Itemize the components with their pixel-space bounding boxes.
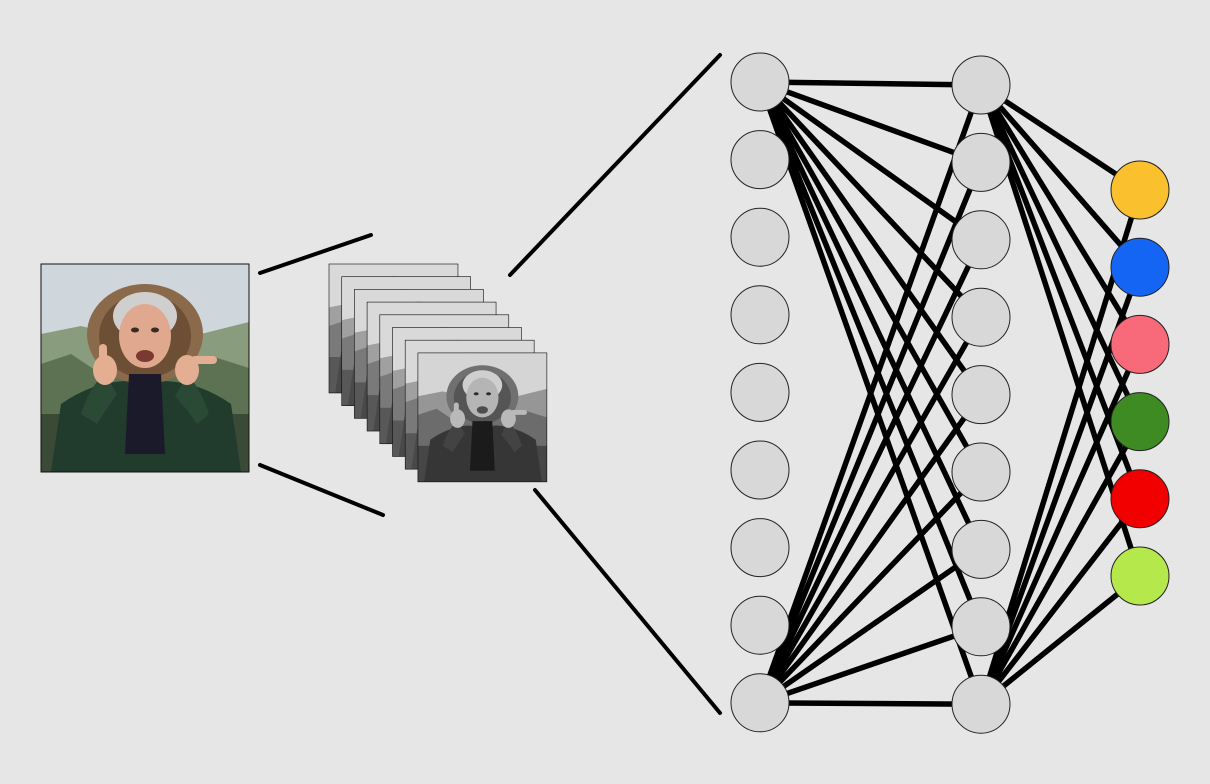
network-edge	[757, 79, 984, 398]
network-edge	[978, 82, 1143, 270]
hidden-node	[951, 597, 1011, 657]
zoom-line	[258, 233, 373, 275]
input-node	[730, 207, 790, 267]
network-edge	[757, 391, 984, 706]
input-node	[730, 518, 790, 578]
network-edge	[757, 546, 984, 706]
hidden-node	[951, 442, 1011, 502]
network-edge	[757, 79, 984, 320]
network-edge	[757, 469, 984, 706]
network-edge	[978, 82, 1143, 348]
network-edge	[978, 82, 1143, 193]
network-edge	[757, 79, 984, 553]
hidden-node	[951, 674, 1011, 734]
zoom-line	[533, 488, 722, 715]
hidden-node	[951, 287, 1011, 347]
network-edges	[757, 79, 1143, 707]
network-edge	[757, 700, 984, 707]
network-edge	[978, 573, 1143, 707]
network-edge	[978, 341, 1143, 707]
input-photo	[40, 263, 250, 473]
network-edge	[757, 79, 984, 475]
hidden-node	[951, 55, 1011, 115]
network-edge	[757, 159, 984, 706]
input-node	[730, 52, 790, 112]
output-node	[1110, 237, 1170, 297]
input-node	[730, 130, 790, 190]
output-node	[1110, 469, 1170, 529]
network-nodes	[730, 52, 1170, 734]
input-node	[730, 440, 790, 500]
network-edge	[757, 237, 984, 706]
input-node	[730, 362, 790, 422]
output-node	[1110, 546, 1170, 606]
network-edge	[978, 496, 1143, 707]
network-edge	[757, 79, 984, 630]
zoom-line	[508, 53, 722, 277]
network-edge	[978, 418, 1143, 707]
network-edge	[757, 79, 984, 88]
hidden-node	[951, 210, 1011, 270]
feature-map	[417, 352, 548, 483]
network-edge	[757, 79, 984, 243]
input-node	[730, 285, 790, 345]
zoom-line	[258, 463, 385, 517]
zoom-lines	[258, 53, 722, 715]
hidden-node	[951, 132, 1011, 192]
output-node	[1110, 314, 1170, 374]
network-edge	[757, 79, 984, 166]
network-edge	[757, 624, 984, 706]
output-node	[1110, 160, 1170, 220]
hidden-node	[951, 519, 1011, 579]
hidden-node	[951, 365, 1011, 425]
network-edge	[978, 82, 1143, 425]
output-node	[1110, 392, 1170, 452]
network-edge	[757, 82, 984, 706]
input-node	[730, 595, 790, 655]
input-node	[730, 673, 790, 733]
feature-map-stack	[328, 263, 548, 483]
network-edge	[757, 314, 984, 706]
